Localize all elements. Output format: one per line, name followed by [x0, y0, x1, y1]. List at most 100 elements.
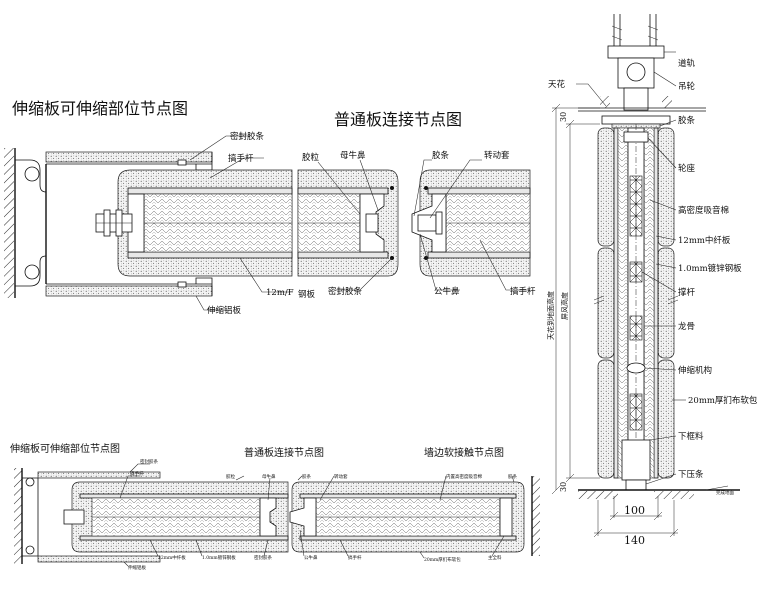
bottom-title-left: 伸缩板可伸缩部位节点图: [10, 442, 120, 455]
dim-tick: [593, 511, 679, 538]
leader: [263, 539, 269, 557]
wall-hook-top: [15, 159, 47, 193]
label-male-nose: 公牛鼻: [434, 286, 460, 297]
label-main-material: 主全料: [488, 554, 502, 561]
top-middle-title: 普通板连接节点图: [334, 110, 462, 129]
wheel-seat: [623, 131, 649, 143]
ceiling-hatch: [600, 96, 610, 108]
label-strut: 撑杆: [678, 287, 696, 298]
pad-strip: [37, 471, 161, 479]
label-handle-bar: 搞手杆: [510, 286, 536, 297]
leader: [655, 235, 677, 241]
top-left-detail: 伸缩板可伸缩部位节点图 密封胶条 搞手杆: [4, 99, 294, 316]
hanger-wheel: [626, 62, 646, 82]
hook-circle-bottom: [24, 264, 40, 280]
label-keel: 龙骨: [678, 321, 695, 332]
steel-plate: [299, 493, 517, 499]
leader: [339, 539, 349, 557]
label-mdf: 12mm中纤板: [678, 235, 731, 246]
leader: [647, 137, 677, 169]
hook-circle: [25, 545, 35, 555]
leader: [649, 435, 677, 441]
leader: [479, 239, 530, 291]
telescopic-frame: [22, 477, 39, 557]
leader: [491, 535, 505, 557]
steel-plate: [79, 535, 289, 541]
label-hanger-wheel: 吊轮: [678, 81, 696, 92]
hook-circle: [25, 477, 35, 487]
label-seal-glue: 密封胶条: [230, 131, 265, 142]
label-wheel-seat: 轮座: [678, 163, 696, 174]
top-cap: [601, 115, 671, 125]
label-seal-glue: 密封胶条: [328, 286, 363, 297]
top-middle-detail: 普通板连接节点图 胶粒 母牛鼻 胶条 转动套 钢板 密封胶条: [297, 110, 536, 300]
core-left: [617, 127, 629, 479]
label-12mm: 12m/F: [266, 288, 294, 298]
leader: [149, 539, 159, 557]
leader: [235, 475, 245, 481]
bottom-title-right: 墙边软接触节点图: [424, 446, 504, 459]
leader: [649, 199, 677, 211]
handle-bar: [63, 509, 85, 525]
leader: [655, 263, 677, 269]
label-lower-frame: 下框料: [678, 431, 704, 442]
female-nose: [259, 497, 277, 537]
leader: [641, 271, 677, 293]
leader: [195, 539, 203, 557]
pad-column-right: [657, 127, 675, 479]
pad-segment: [657, 359, 675, 479]
label-rotate-sleeve: 转动套: [484, 150, 510, 161]
label-seal-glue-b: 密封胶条: [254, 554, 272, 561]
lower-frame: [621, 439, 651, 481]
dim-bottom-gap: 30: [559, 482, 568, 492]
label-female-nose: 母牛鼻: [262, 473, 276, 480]
floor-hatch: [654, 491, 694, 499]
ceiling-hatch: [662, 96, 672, 108]
steel-plate-left: [613, 127, 619, 479]
label-glue-grain: 胶粒: [302, 152, 320, 163]
leader: [644, 367, 677, 371]
label-galv-steel: 1.0mm镀锌钢板: [678, 263, 742, 274]
glue-grain-dot: [390, 186, 394, 190]
dim-top-gap: 30: [559, 112, 568, 122]
wall-hatch: [14, 468, 22, 564]
wall-hatch: [532, 476, 540, 556]
label-sound-wool: 高密度吸音棉: [678, 205, 729, 216]
wall-hook-bottom: [15, 255, 47, 287]
section-break: [593, 295, 679, 305]
vlabel-ceiling-height: 天花到地面高度: [546, 291, 555, 340]
leader: [209, 157, 264, 179]
leader: [319, 475, 335, 501]
end-frame: [499, 497, 513, 537]
label-glue-grain: 胶粒: [226, 473, 235, 480]
steel-plate: [127, 251, 293, 259]
label-male-nose: 公牛鼻: [304, 554, 318, 561]
label-telescopic-al: 伸缩铝板: [128, 564, 146, 571]
leader: [653, 71, 677, 87]
track-post: [613, 14, 657, 46]
label-handle-bar: 搞手杆: [228, 153, 254, 164]
leader: [439, 475, 447, 501]
steel-plate: [79, 493, 289, 499]
leader: [429, 159, 482, 219]
leader: [336, 257, 393, 291]
label-rotate-sleeve: 转动套: [334, 473, 348, 480]
label-steel-plate: 钢板: [298, 289, 316, 300]
female-nose-core: [365, 213, 379, 233]
track-rail: [607, 45, 665, 59]
top-left-title: 伸缩板可伸缩部位节点图: [12, 99, 188, 118]
label-press-strip: 下压条: [678, 469, 704, 480]
press-strip: [625, 479, 647, 491]
leader: [359, 159, 379, 211]
vlabel-screen-height: 屏风高度: [560, 292, 569, 320]
bottom-pad-strip: [45, 285, 213, 297]
pad-segment: [597, 359, 615, 479]
label-telescopic-mech: 伸缩机构: [678, 365, 712, 376]
label-sound-wool: 内置高密度吸音棉: [446, 473, 482, 480]
label-mdf: 12mm中纤板: [158, 554, 186, 561]
leader: [267, 477, 271, 501]
rotate-sleeve: [417, 214, 437, 232]
leader: [317, 161, 361, 215]
pad-segment: [597, 127, 615, 247]
